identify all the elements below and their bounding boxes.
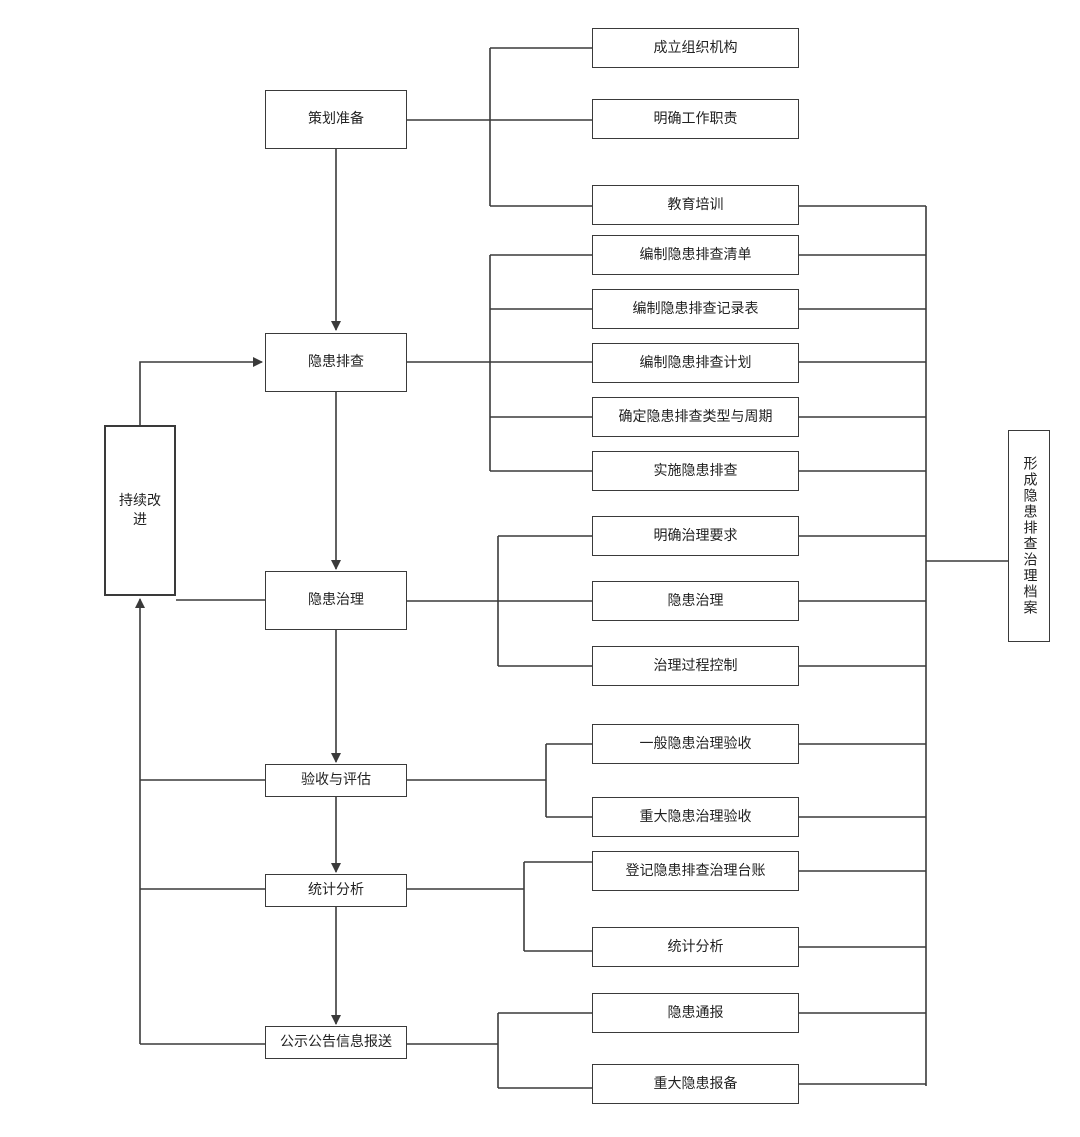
sub-step: 统计分析 xyxy=(592,927,799,967)
sub-step: 明确工作职责 xyxy=(592,99,799,139)
step-acceptance: 验收与评估 xyxy=(265,764,407,797)
sub-step: 登记隐患排查治理台账 xyxy=(592,851,799,891)
step-publicity: 公示公告信息报送 xyxy=(265,1026,407,1059)
sub-step: 成立组织机构 xyxy=(592,28,799,68)
archive-box: 形成隐患排查治理档案 xyxy=(1008,430,1050,642)
sub-step: 一般隐患治理验收 xyxy=(592,724,799,764)
archive-label: 形成隐患排查治理档案 xyxy=(1021,456,1038,616)
sub-step: 编制隐患排查计划 xyxy=(592,343,799,383)
sub-step: 明确治理要求 xyxy=(592,516,799,556)
continuous-improvement-box: 持续改进 xyxy=(104,425,176,596)
step-statistics: 统计分析 xyxy=(265,874,407,907)
sub-step: 重大隐患报备 xyxy=(592,1064,799,1104)
sub-step: 重大隐患治理验收 xyxy=(592,797,799,837)
sub-step: 教育培训 xyxy=(592,185,799,225)
sub-step: 隐患治理 xyxy=(592,581,799,621)
sub-step: 治理过程控制 xyxy=(592,646,799,686)
sub-step: 编制隐患排查清单 xyxy=(592,235,799,275)
sub-step: 实施隐患排查 xyxy=(592,451,799,491)
step-governance: 隐患治理 xyxy=(265,571,407,630)
sub-step: 确定隐患排查类型与周期 xyxy=(592,397,799,437)
sub-step: 编制隐患排查记录表 xyxy=(592,289,799,329)
continuous-improvement-label: 持续改进 xyxy=(119,493,161,528)
arrow-improvement-inspection xyxy=(139,357,263,425)
step-inspection: 隐患排查 xyxy=(265,333,407,392)
sub-step: 隐患通报 xyxy=(592,993,799,1033)
step-planning: 策划准备 xyxy=(265,90,407,149)
